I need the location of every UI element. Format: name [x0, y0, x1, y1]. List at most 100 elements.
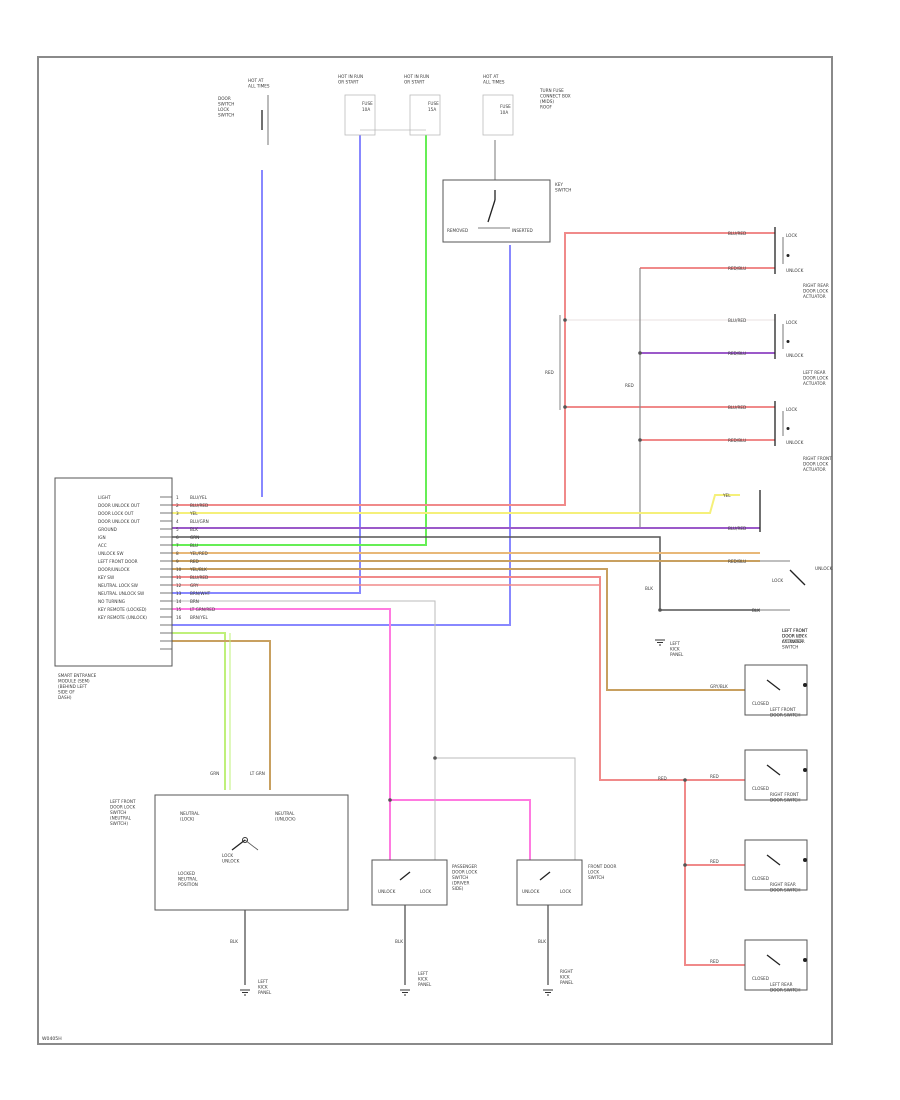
neutral-switch-box	[154, 794, 349, 911]
wire-green-ign	[172, 135, 427, 546]
actuator-lock-label: UNLOCK	[786, 268, 804, 273]
module-pin-number: 8	[176, 551, 179, 556]
ground-label: KICK	[258, 985, 268, 990]
module-pin-number: 15	[176, 607, 182, 612]
neutral-center-label: LOCK	[222, 853, 233, 858]
cylinder-switch-name: LEFT FRONT	[782, 628, 808, 633]
module-pin-label: KEY REMOTE (UNLOCK)	[98, 615, 147, 620]
module-pin-label: LIGHT	[98, 495, 111, 500]
splice-dot	[683, 778, 687, 782]
fuse-a-label: HOT AT	[248, 78, 264, 83]
fuse-b-box	[344, 94, 376, 136]
module-pin-number: 12	[176, 583, 182, 588]
actuator-rf-label: RIGHT FRONT	[803, 456, 832, 461]
fuse-c-box	[409, 94, 441, 136]
fuse-d-note: (MIDS)	[540, 99, 554, 104]
module-pin-number: 5	[176, 527, 179, 532]
door-switch-blade	[766, 954, 781, 966]
module-wire-color: GRY	[190, 583, 199, 588]
door-switch-terminal	[803, 683, 807, 687]
module-wire-color: GRN	[190, 535, 199, 540]
fuse-d-label: HOT AT	[483, 74, 499, 79]
key-inserted-label: INSERTED	[512, 228, 533, 233]
module-caption: SIDE OF	[58, 690, 75, 695]
fuse-a-switch-label: DOOR	[218, 96, 231, 101]
door-wire-tag: RED	[710, 859, 719, 864]
ground-label: PANEL	[418, 982, 432, 987]
wire-pink-b	[390, 799, 531, 860]
fuse-tag: FUSE	[428, 101, 439, 106]
fuse-d-box	[482, 94, 514, 136]
module-pin-number: 10	[176, 567, 182, 572]
module-wire-color: RED	[190, 559, 199, 564]
actuator-lock-label: LOCK	[786, 233, 797, 238]
module-caption: DASH)	[58, 695, 72, 700]
actuator-dot	[786, 427, 790, 430]
wire-blue-fuse	[172, 135, 361, 594]
module-pin-number: 13	[176, 591, 182, 596]
cylinder-switch-name: DOOR KEY	[782, 634, 804, 639]
splice-dot	[658, 608, 662, 612]
door-switch-terminal	[803, 858, 807, 862]
actuator-dot	[786, 254, 790, 257]
fuse-a-switch-label: LOCK	[218, 107, 229, 112]
ground-label: LEFT	[670, 641, 680, 646]
ground-label: LEFT	[418, 971, 428, 976]
wire-tag: BLK	[752, 608, 760, 613]
module-wire-color: YEL	[189, 511, 198, 516]
module-pin-label: NEUTRAL UNLOCK SW	[98, 591, 144, 596]
door-closed-label: CLOSED	[752, 786, 769, 791]
module-pin-number: 11	[176, 575, 182, 580]
door-switch-name: DOOR SWITCH	[770, 798, 800, 803]
neutral-left-label: NEUTRAL	[180, 811, 200, 816]
door-wire-tag: GRY/BLK	[710, 684, 728, 689]
door-switch-box	[744, 939, 808, 991]
fuse-c-label: HOT IN RUN	[404, 74, 429, 79]
module-wire-color: BLU	[190, 543, 198, 548]
key-removed-label: REMOVED	[447, 228, 468, 233]
module-pin-number: 1	[176, 495, 179, 500]
ground-label: KICK	[418, 977, 428, 982]
module-box	[54, 477, 173, 667]
ground-label: PANEL	[670, 652, 684, 657]
door-switch-blade	[766, 854, 781, 866]
fuse-d-label: ALL TIMES	[483, 80, 505, 85]
actuator-lock-label: UNLOCK	[786, 353, 804, 358]
door-red-tag: RED	[658, 776, 667, 781]
cylinder-switch-name: CYLINDER	[782, 639, 803, 644]
key-switch-blade	[487, 199, 496, 223]
module-wire-color: YEL/BLK	[189, 567, 207, 572]
cylinder-lock-label: LOCK	[772, 578, 783, 583]
cylinder-unlock-label: UNLOCK	[815, 566, 833, 571]
module-wire-color: BLK	[190, 527, 198, 532]
wire-pink-a	[172, 608, 391, 860]
neutral-low-label: LOCKED	[178, 871, 195, 876]
wire-tag: GRN	[210, 771, 219, 776]
fuse-tag: 15A	[428, 107, 436, 112]
lock-label: LOCK	[560, 889, 571, 894]
driver-lock-switch-label: PASSENGER	[452, 864, 477, 869]
ground-label: RIGHT	[560, 969, 574, 974]
door-closed-label: CLOSED	[752, 876, 769, 881]
module-wire-color: BLU/YEL	[190, 495, 208, 500]
actuator-lock-label: UNLOCK	[786, 440, 804, 445]
unlock-label: UNLOCK	[522, 889, 540, 894]
actuator-wire-color: BLU/RED	[728, 318, 746, 323]
neutral-left-label: (LOCK)	[180, 817, 195, 822]
wire-tag: BLK	[395, 939, 403, 944]
module-pin-label: UNLOCK SW	[98, 551, 123, 556]
splice-dot	[683, 863, 687, 867]
door-closed-label: CLOSED	[752, 976, 769, 981]
module-pin-number: 3	[176, 511, 179, 516]
passenger-lock-switch-label: LOCK	[588, 870, 599, 875]
passenger-lock-switch-box	[516, 859, 583, 906]
unlock-label: UNLOCK	[378, 889, 396, 894]
actuator-rf-label: DOOR LOCK	[803, 462, 828, 467]
key-switch-box	[442, 179, 551, 243]
wire-tag: YEL	[722, 493, 731, 498]
door-wire-tag: RED	[710, 774, 719, 779]
key-switch-label: KEY	[555, 182, 563, 187]
module-caption: (BEHIND LEFT	[58, 684, 88, 689]
